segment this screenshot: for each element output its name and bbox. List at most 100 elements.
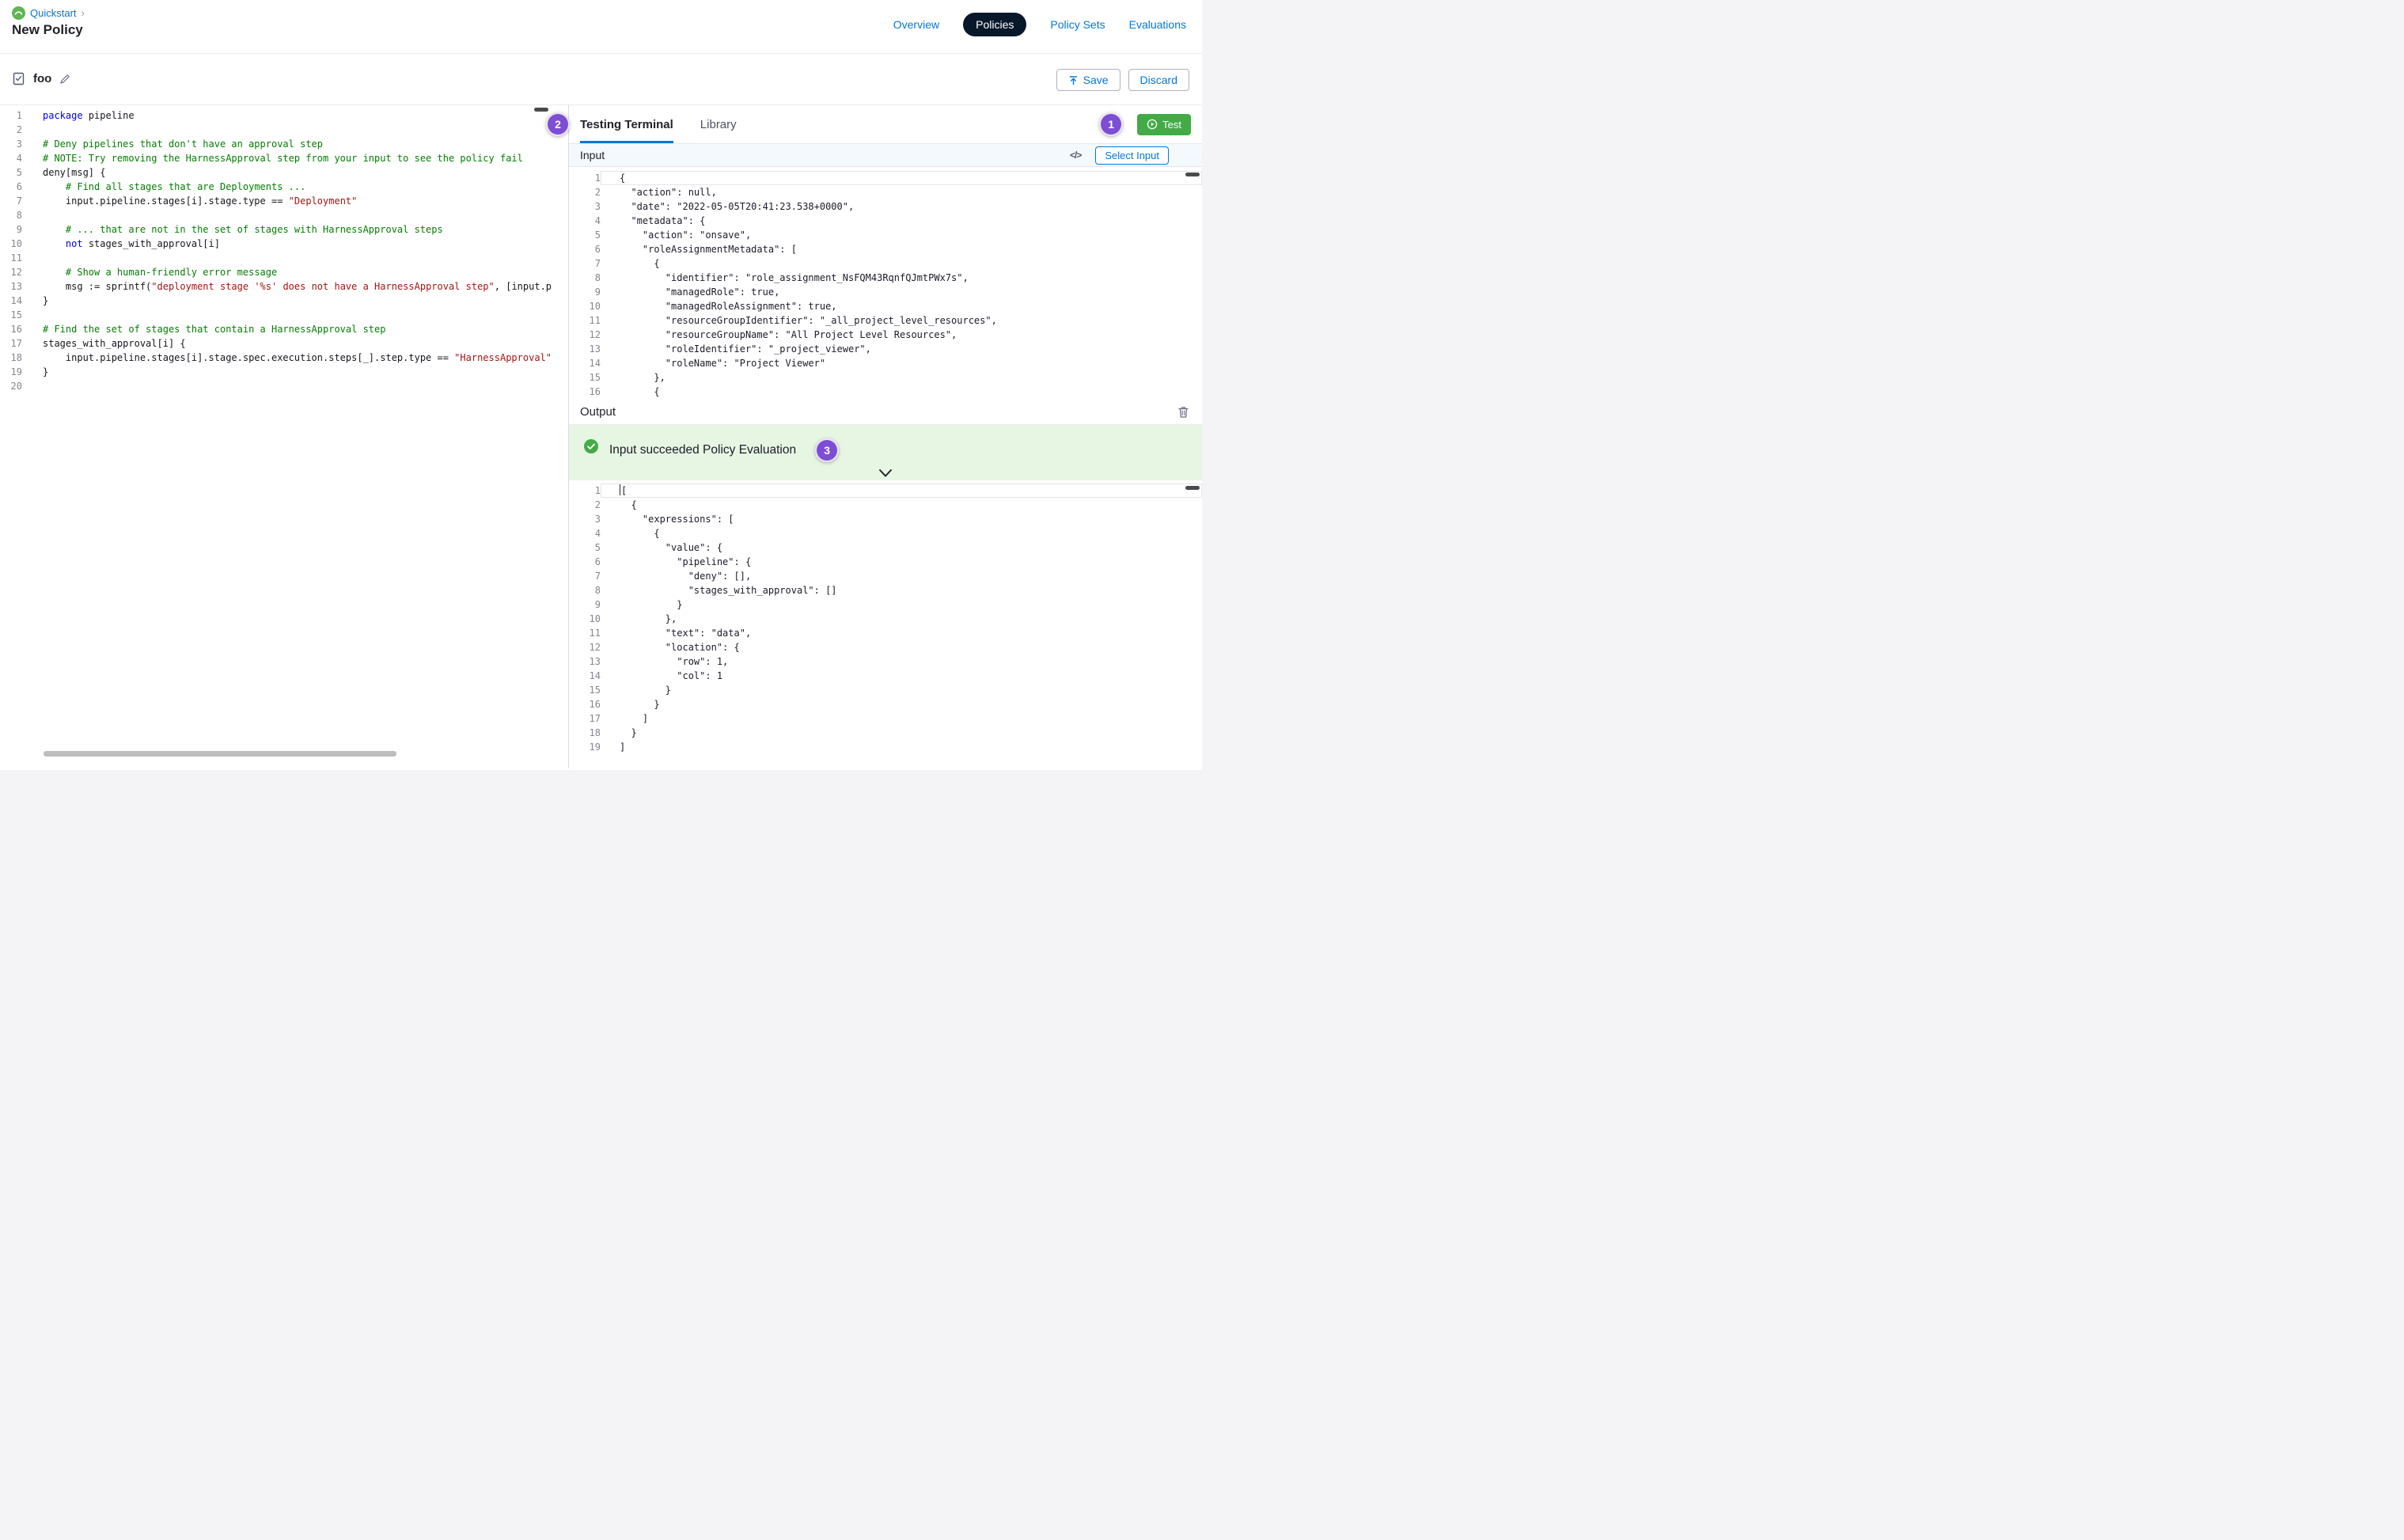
scrollbar-thumb[interactable] xyxy=(1185,486,1200,490)
code-line-17[interactable]: 17 ] xyxy=(569,711,1202,726)
code-line-10[interactable]: 10 not stages_with_approval[i] xyxy=(0,237,568,251)
code-line-9[interactable]: 9 } xyxy=(569,597,1202,612)
policy-code-lines[interactable]: 1package pipeline23# Deny pipelines that… xyxy=(0,105,568,393)
line-number: 11 xyxy=(569,626,601,640)
code-line-4[interactable]: 4 "metadata": { xyxy=(569,214,1202,228)
code-line-11[interactable]: 11 "text": "data", xyxy=(569,626,1202,640)
tab-library[interactable]: Library xyxy=(700,105,737,143)
line-content: "row": 1, xyxy=(601,654,1202,669)
save-button[interactable]: Save xyxy=(1056,69,1120,91)
code-line-12[interactable]: 12 "location": { xyxy=(569,640,1202,654)
code-line-7[interactable]: 7 "deny": [], xyxy=(569,569,1202,583)
code-line-16[interactable]: 16 { xyxy=(569,385,1202,399)
code-line-19[interactable]: 19] xyxy=(569,740,1202,754)
line-number: 9 xyxy=(569,285,601,299)
line-content: [ xyxy=(601,484,1202,498)
code-line-3[interactable]: 3 "date": "2022-05-05T20:41:23.538+0000"… xyxy=(569,199,1202,214)
code-line-17[interactable]: 17stages_with_approval[i] { xyxy=(0,336,568,351)
horizontal-scrollbar[interactable] xyxy=(44,751,396,757)
input-json-editor[interactable]: 1{2 "action": null,3 "date": "2022-05-05… xyxy=(569,167,1202,400)
code-line-14[interactable]: 14} xyxy=(0,294,568,308)
code-line-12[interactable]: 12 # Show a human-friendly error message xyxy=(0,265,568,279)
nav-policies[interactable]: Policies xyxy=(963,13,1026,36)
output-code-lines[interactable]: 1[2 {3 "expressions": [4 {5 "value": {6 … xyxy=(569,484,1202,754)
chevron-down-icon[interactable] xyxy=(878,468,893,478)
code-line-13[interactable]: 13 "roleIdentifier": "_project_viewer", xyxy=(569,342,1202,356)
clear-output-trash-icon[interactable] xyxy=(1176,404,1191,420)
code-line-4[interactable]: 4# NOTE: Try removing the HarnessApprova… xyxy=(0,151,568,165)
code-line-18[interactable]: 18 input.pipeline.stages[i].stage.spec.e… xyxy=(0,351,568,365)
line-number: 6 xyxy=(569,555,601,569)
code-view-icon[interactable]: </> xyxy=(1070,150,1081,161)
code-line-11[interactable]: 11 xyxy=(0,251,568,265)
edit-pencil-icon[interactable] xyxy=(59,73,71,85)
code-line-13[interactable]: 13 msg := sprintf("deployment stage '%s'… xyxy=(0,279,568,294)
line-number: 10 xyxy=(0,237,22,251)
code-line-15[interactable]: 15 }, xyxy=(569,370,1202,385)
code-line-2[interactable]: 2 { xyxy=(569,498,1202,512)
code-line-5[interactable]: 5 "value": { xyxy=(569,541,1202,555)
breadcrumb-quickstart-link[interactable]: Quickstart xyxy=(30,7,77,19)
code-line-7[interactable]: 7 { xyxy=(569,256,1202,271)
line-number: 16 xyxy=(0,322,22,336)
banner-message: Input succeeded Policy Evaluation xyxy=(609,442,796,459)
harness-logo-icon xyxy=(12,6,25,20)
code-line-11[interactable]: 11 "resourceGroupIdentifier": "_all_proj… xyxy=(569,313,1202,328)
nav-overview[interactable]: Overview xyxy=(893,18,939,31)
code-line-9[interactable]: 9 "managedRole": true, xyxy=(569,285,1202,299)
code-line-9[interactable]: 9 # ... that are not in the set of stage… xyxy=(0,222,568,237)
code-line-12[interactable]: 12 "resourceGroupName": "All Project Lev… xyxy=(569,328,1202,342)
line-number: 12 xyxy=(0,265,22,279)
code-line-6[interactable]: 6 "roleAssignmentMetadata": [ xyxy=(569,242,1202,256)
code-line-6[interactable]: 6 "pipeline": { xyxy=(569,555,1202,569)
code-line-1[interactable]: 1[ xyxy=(569,484,1202,498)
code-line-14[interactable]: 14 "roleName": "Project Viewer" xyxy=(569,356,1202,370)
code-line-15[interactable]: 15 } xyxy=(569,683,1202,697)
policy-code-editor[interactable]: 1package pipeline23# Deny pipelines that… xyxy=(0,105,569,768)
code-line-14[interactable]: 14 "col": 1 xyxy=(569,669,1202,683)
scrollbar-thumb[interactable] xyxy=(1185,173,1200,176)
save-upload-icon xyxy=(1068,75,1079,85)
output-json-editor[interactable]: 1[2 {3 "expressions": [4 {5 "value": {6 … xyxy=(569,480,1202,768)
code-line-1[interactable]: 1package pipeline xyxy=(0,108,568,123)
code-line-6[interactable]: 6 # Find all stages that are Deployments… xyxy=(0,180,568,194)
code-line-5[interactable]: 5deny[msg] { xyxy=(0,165,568,180)
code-line-15[interactable]: 15 xyxy=(0,308,568,322)
top-nav: Overview Policies Policy Sets Evaluation… xyxy=(893,13,1186,36)
code-line-8[interactable]: 8 "stages_with_approval": [] xyxy=(569,583,1202,597)
code-line-2[interactable]: 2 xyxy=(0,123,568,137)
line-number: 13 xyxy=(569,342,601,356)
discard-button[interactable]: Discard xyxy=(1128,69,1189,91)
code-line-20[interactable]: 20 xyxy=(0,379,568,393)
nav-policy-sets[interactable]: Policy Sets xyxy=(1050,18,1105,31)
tab-testing-terminal[interactable]: Testing Terminal xyxy=(580,105,673,143)
line-content: # Show a human-friendly error message xyxy=(22,265,568,279)
code-line-16[interactable]: 16# Find the set of stages that contain … xyxy=(0,322,568,336)
scrollbar-thumb[interactable] xyxy=(534,108,548,112)
code-line-8[interactable]: 8 xyxy=(0,208,568,222)
code-line-10[interactable]: 10 "managedRoleAssignment": true, xyxy=(569,299,1202,313)
code-line-3[interactable]: 3# Deny pipelines that don't have an app… xyxy=(0,137,568,151)
main-split: 1package pipeline23# Deny pipelines that… xyxy=(0,105,1202,768)
code-line-2[interactable]: 2 "action": null, xyxy=(569,185,1202,199)
line-content xyxy=(22,308,568,322)
code-line-16[interactable]: 16 } xyxy=(569,697,1202,711)
line-content: "resourceGroupName": "All Project Level … xyxy=(601,328,1202,342)
code-line-19[interactable]: 19} xyxy=(0,365,568,379)
code-line-8[interactable]: 8 "identifier": "role_assignment_NsFQM43… xyxy=(569,271,1202,285)
code-line-18[interactable]: 18 } xyxy=(569,726,1202,740)
select-input-button[interactable]: Select Input xyxy=(1095,146,1169,165)
code-line-13[interactable]: 13 "row": 1, xyxy=(569,654,1202,669)
code-line-5[interactable]: 5 "action": "onsave", xyxy=(569,228,1202,242)
code-line-10[interactable]: 10 }, xyxy=(569,612,1202,626)
code-line-3[interactable]: 3 "expressions": [ xyxy=(569,512,1202,526)
code-line-7[interactable]: 7 input.pipeline.stages[i].stage.type ==… xyxy=(0,194,568,208)
line-number: 6 xyxy=(569,242,601,256)
line-content: ] xyxy=(601,711,1202,726)
nav-evaluations[interactable]: Evaluations xyxy=(1129,18,1186,31)
input-code-lines[interactable]: 1{2 "action": null,3 "date": "2022-05-05… xyxy=(569,171,1202,399)
line-number: 2 xyxy=(569,185,601,199)
code-line-1[interactable]: 1{ xyxy=(569,171,1202,185)
test-button[interactable]: Test xyxy=(1137,114,1191,135)
code-line-4[interactable]: 4 { xyxy=(569,526,1202,541)
